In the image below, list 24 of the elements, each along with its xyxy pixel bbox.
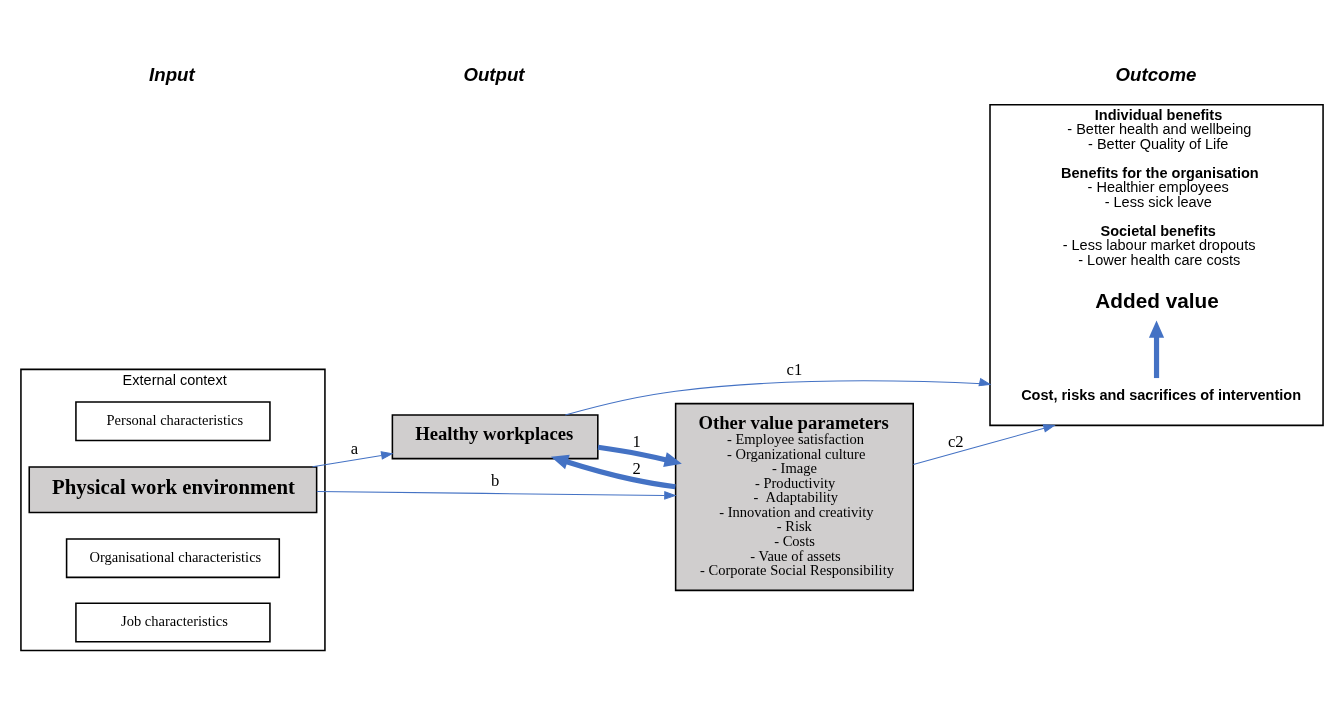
arrow [912,423,1056,465]
node-box: Personal characteristics [75,400,271,441]
node-text: Added value [1095,288,1219,312]
edge-label: c1 [786,359,803,379]
arrow [312,450,394,467]
node-box: Other value parameters - Employee satisfaction - Organizational culture - Image - Productivity - Adaptability - Innovation and creativity - Risk - Costs - Vaue of assets - Corporate Social Responsibility [674,402,914,591]
node-box: Organisational characteristics [65,537,281,578]
node-box: Healthy workplaces [391,413,599,459]
arrow [316,490,677,500]
edge-label: a [350,438,359,458]
node-box: Physical work environment [28,465,318,513]
arrow [1148,319,1165,378]
edge-label: 2 [632,458,641,478]
label: Output [463,63,525,85]
edge-label: 1 [632,431,641,451]
label: Input [149,63,195,85]
arrow [597,444,682,467]
node-box: Job characteristics [75,602,271,642]
edge-label: b [490,470,500,490]
node-text: Cost, risks and sacrifices of intervention [1021,386,1302,403]
arrow [550,454,676,489]
arrow [564,377,992,415]
label: Outcome [1115,63,1197,85]
edge-label: c2 [947,431,964,451]
